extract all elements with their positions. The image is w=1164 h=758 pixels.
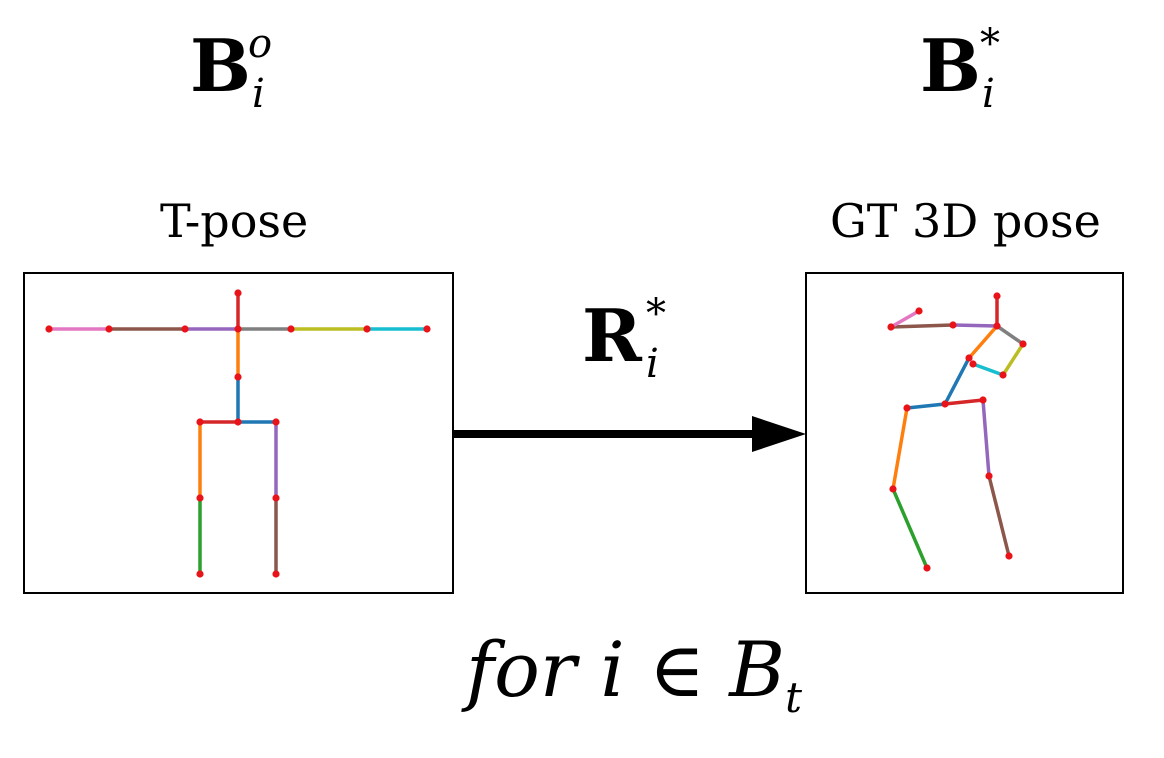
t-pose-panel [23,272,454,594]
gt-pose-bone-10 [889,323,955,329]
gt-pose-joint-0 [993,292,1001,300]
t-pose-joint-0 [234,289,242,297]
arrow-symbol-sub: i [646,341,659,387]
t-pose-joint-1 [234,325,242,333]
t-pose-joint-5 [196,494,204,502]
gt-pose-bone-5 [891,487,929,570]
gt-pose-joint-11 [887,323,895,331]
t-pose-joint-15 [423,325,431,333]
right-symbol-base: B [920,23,981,108]
formula-main: for i ∈ B [466,625,786,714]
t-pose-joint-12 [45,325,53,333]
gt-pose-bone-11 [889,309,921,329]
arrow-head [752,416,806,452]
gt-pose-joint-5 [889,485,897,493]
right-symbol-sup: * [980,21,1000,67]
arrow-symbol-r-star-i: R * i [582,294,692,390]
left-symbol-sub: i [252,71,265,117]
right-symbol-b-star-i: B * i [920,24,1030,120]
gt-pose-joint-10 [949,321,957,329]
left-symbol-base: B [190,23,251,108]
gt-pose-joint-13 [1019,340,1027,348]
t-pose-joint-3 [234,418,242,426]
gt-pose-bone-9 [951,323,999,328]
gt-pose-joint-4 [903,404,911,412]
arrow-symbol-base: R [582,293,642,378]
gt-pose-joint-12 [915,307,923,315]
gt-pose-joint-15 [969,360,977,368]
t-pose-joint-6 [196,570,204,578]
gt-pose-joint-2 [965,354,973,362]
formula: for i ∈ Bt [466,632,802,719]
t-pose-joint-4 [196,418,204,426]
gt-pose-joint-14 [999,371,1007,379]
gt-pose-joint-7 [979,396,987,404]
gt-pose-bone-3 [905,402,947,410]
t-pose-joint-2 [234,373,242,381]
gt-pose-bone-2 [943,356,971,406]
gt-pose-joint-3 [941,400,949,408]
gt-pose-joint-9 [1005,552,1013,560]
right-symbol-sub: i [982,71,995,117]
left-symbol-b-o-i: B o i [190,24,300,120]
arrow-symbol-sup: * [646,291,666,337]
gt-pose-bone-7 [981,398,991,478]
t-pose-joint-9 [272,570,280,578]
transform-arrow [452,416,806,452]
gt-pose-joint-8 [985,472,993,480]
t-pose-joint-10 [181,325,189,333]
gt-pose-bone-6 [943,398,985,406]
gt-pose-joint-6 [923,564,931,572]
gt-pose-bone-12 [995,324,1025,346]
t-pose-skeleton [45,289,431,578]
formula-subscript: t [785,673,802,722]
t-pose-joint-8 [272,494,280,502]
t-pose-joint-11 [105,325,113,333]
gt-pose-bone-8 [987,474,1011,558]
t-pose-joint-14 [363,325,371,333]
gt-3d-pose-skeleton [887,292,1027,572]
gt-pose-bone-1 [967,324,999,360]
t-pose-joint-13 [287,325,295,333]
gt-pose-bone-4 [891,406,909,491]
gt-pose-joint-1 [993,322,1001,330]
gt-pose-bone-13 [1001,342,1025,377]
right-caption: GT 3D pose [830,194,1101,248]
left-symbol-sup: o [248,21,273,67]
gt-3d-pose-panel [805,272,1124,594]
left-caption: T-pose [160,194,309,248]
gt-pose-bone-14 [971,362,1005,377]
t-pose-joint-7 [272,418,280,426]
